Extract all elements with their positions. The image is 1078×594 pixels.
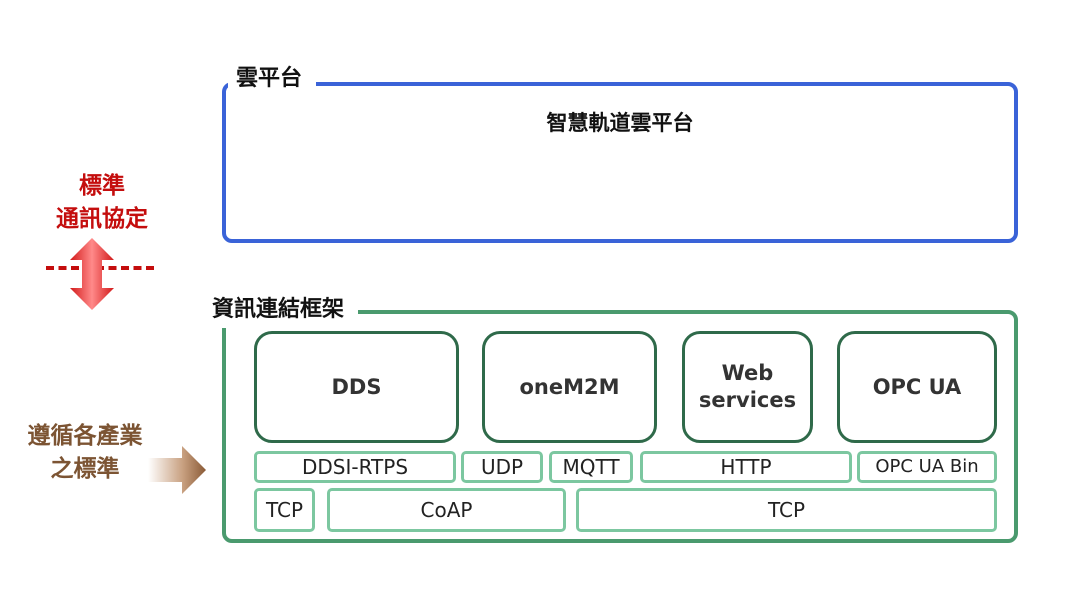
transport-ddsi-rtps: DDSI-RTPS [254,451,456,483]
transport-http: HTTP [640,451,852,483]
transport-udp: UDP [461,451,543,483]
smart-rail-cloud-platform: 智慧軌道雲平台 [546,111,694,135]
framework-box [222,310,1018,543]
transport-coap: CoAP [327,488,566,532]
transport-tcp-right: TCP [576,488,997,532]
protocol-opc-ua: OPC UA [837,331,997,443]
protocol-onem2m: oneM2M [482,331,657,443]
standard-protocol-label: 標準 通訊協定 [56,173,148,232]
protocol-opc-ua-label: OPC UA [872,374,962,399]
transport-opc-ua-bin: OPC UA Bin [857,451,997,483]
protocol-onem2m-label: oneM2M [519,374,620,399]
transport-tcp-left: TCP [254,488,315,532]
cloud-platform-box [222,82,1018,243]
right-arrow-icon [148,446,206,494]
cloud-platform-label: 雲平台 [228,62,317,96]
protocol-dds-label: DDS [331,374,382,399]
double-arrow-icon [70,238,114,310]
protocol-dds: DDS [254,331,459,443]
industry-standard-label: 遵循各產業 之標準 [27,423,143,482]
transport-mqtt: MQTT [549,451,633,483]
framework-label: 資訊連結框架 [206,292,359,328]
protocol-web-services-label: Web services [698,361,797,412]
protocol-web-services: Web services [682,331,813,443]
